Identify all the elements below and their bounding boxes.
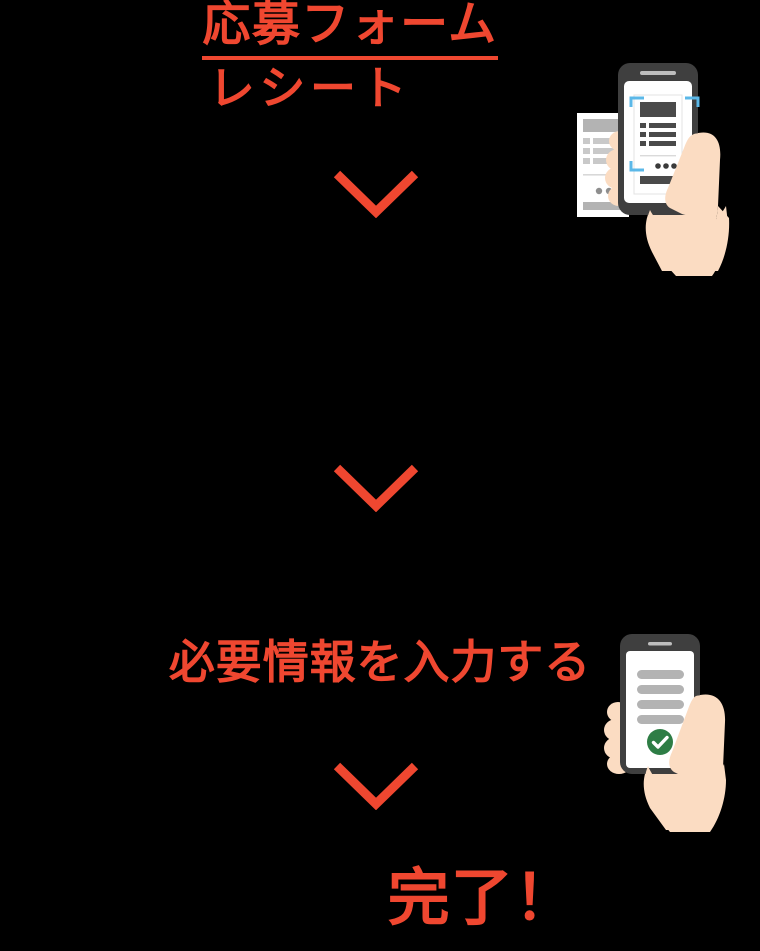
- thumb: [669, 695, 717, 780]
- form-fields-on-screen: [637, 670, 684, 724]
- chevron-down-icon: [333, 760, 419, 810]
- hand-holding-phone-completed-form-illustration: [592, 622, 760, 836]
- check-circle-icon: [647, 729, 673, 755]
- chevron-down-icon: [333, 462, 419, 512]
- step-label-enter-required-info: 必要情報を入力する: [168, 637, 592, 688]
- wrist: [644, 764, 726, 832]
- step-label-receipt: レシート: [208, 63, 412, 114]
- wrist: [646, 206, 728, 276]
- thumb: [665, 133, 714, 216]
- chevron-down-icon: [333, 168, 419, 218]
- step-link-container: 応募フォーム: [0, 0, 700, 61]
- hand-holding-phone-scanning-receipt-illustration: [566, 56, 760, 286]
- step-link-application-form[interactable]: 応募フォーム: [202, 0, 498, 61]
- step-label-complete: 完了！: [387, 865, 578, 933]
